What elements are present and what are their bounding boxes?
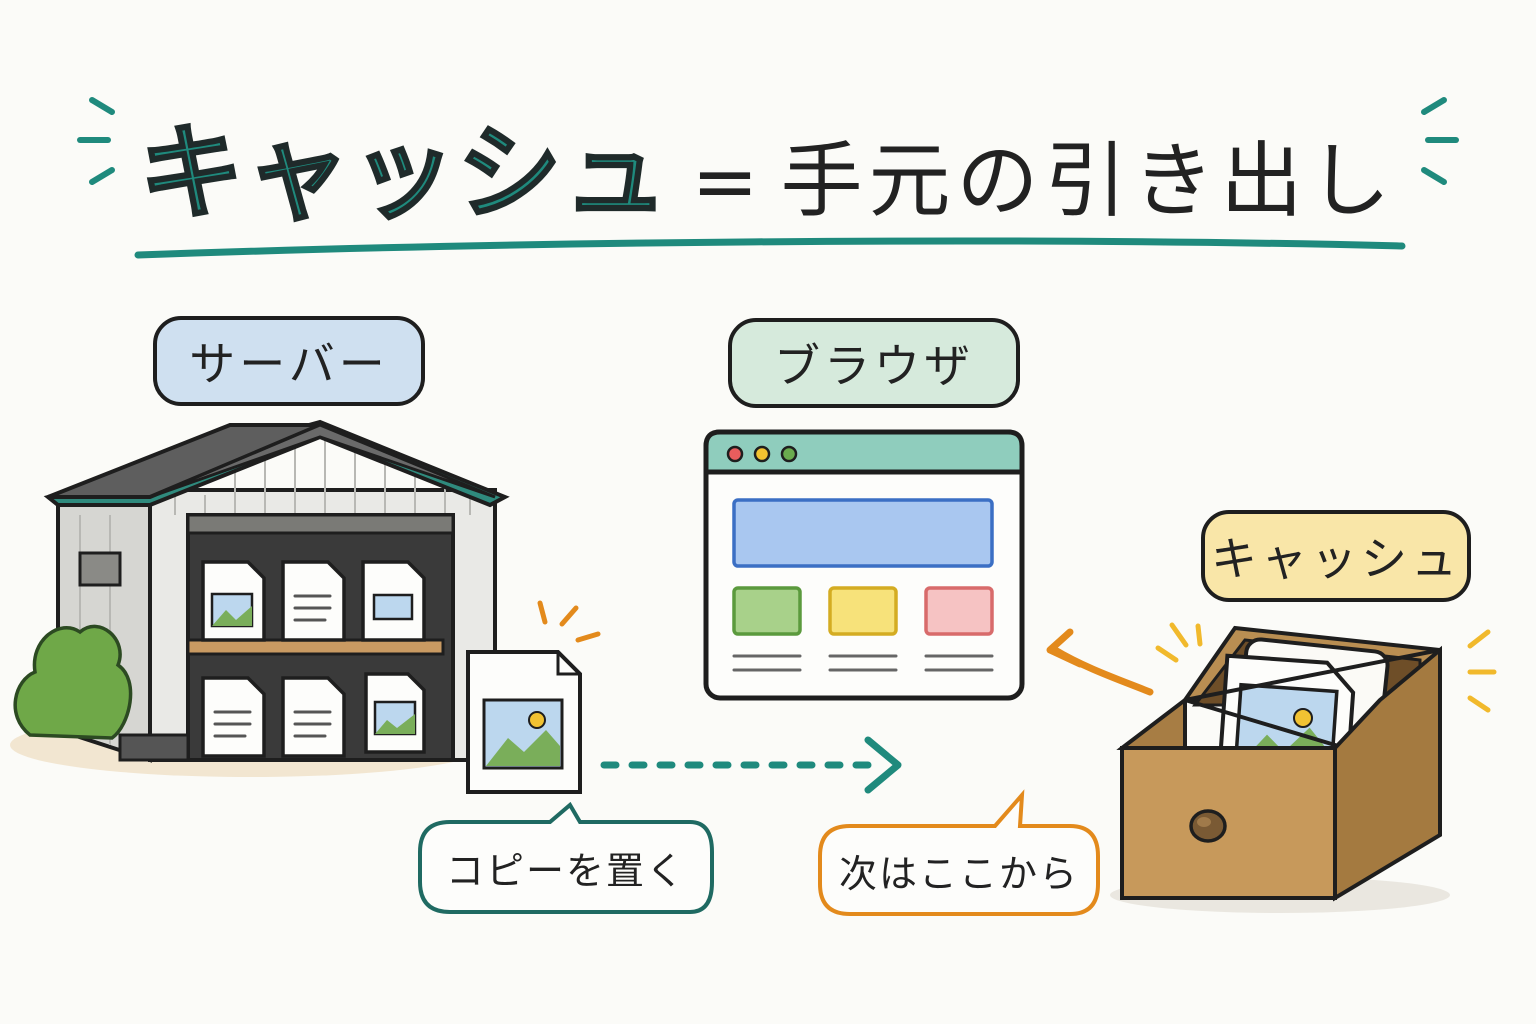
copy-bubble-shape bbox=[418, 801, 714, 914]
title-sparkles-left bbox=[77, 97, 115, 185]
title-rest: 手元の引き出し bbox=[780, 134, 1397, 229]
copy-bubble-text: コピーを置く bbox=[445, 848, 686, 893]
document-lines bbox=[213, 594, 332, 738]
drawer-icon bbox=[1116, 625, 1442, 902]
bush-icon bbox=[13, 624, 133, 740]
drawer-sparkle-icon bbox=[1155, 622, 1497, 713]
copy-arrow bbox=[600, 736, 902, 794]
next-bubble-text: 次はここから bbox=[838, 851, 1079, 896]
server-label: サーバー bbox=[189, 337, 389, 391]
server-label-box bbox=[153, 316, 425, 406]
next-bubble-shape bbox=[818, 789, 1100, 916]
page-title: キャッシュ=手元の引き出し bbox=[0, 88, 1536, 239]
image-document-icon bbox=[466, 650, 582, 794]
browser-label-box bbox=[728, 318, 1020, 408]
title-accent: キャッシュ bbox=[138, 111, 670, 236]
sparkle-icon bbox=[537, 600, 601, 643]
browser-window-icon bbox=[703, 429, 1025, 701]
fetch-arrow bbox=[1046, 628, 1154, 696]
browser-label: ブラウザ bbox=[774, 339, 974, 393]
title-sparkles-right bbox=[1421, 97, 1459, 185]
title-underline bbox=[134, 237, 1406, 259]
cache-label-box bbox=[1201, 510, 1471, 602]
cache-label: キャッシュ bbox=[1211, 532, 1461, 586]
title-equals: = bbox=[691, 135, 759, 228]
